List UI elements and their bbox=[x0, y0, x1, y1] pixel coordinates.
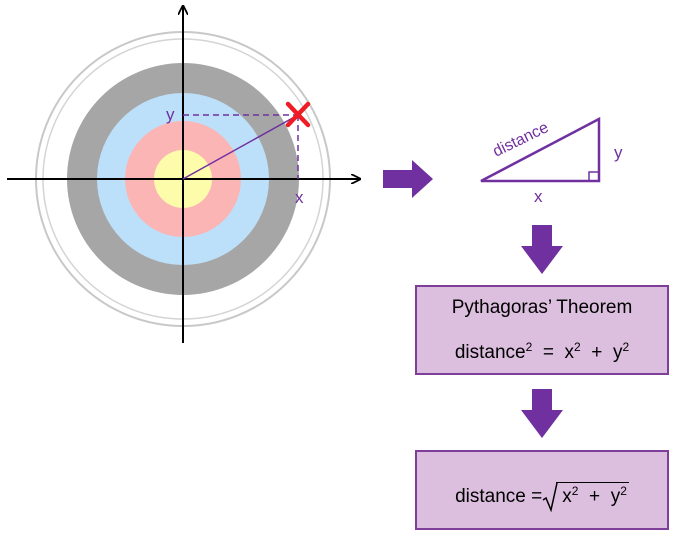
triangle-y-label: y bbox=[614, 143, 623, 162]
distance-line bbox=[182, 114, 299, 180]
formula-y: y bbox=[612, 342, 623, 363]
formula-x: x bbox=[564, 342, 575, 363]
result-equals: = bbox=[531, 486, 543, 507]
right-angle-mark bbox=[588, 171, 599, 181]
triangle-hypotenuse-label: distance bbox=[490, 119, 551, 160]
formula-x-exponent: 2 bbox=[574, 340, 581, 354]
result-x-exponent: 2 bbox=[571, 484, 579, 498]
result-box: distance =x2 + y2 bbox=[415, 450, 669, 530]
result-y-exponent: 2 bbox=[620, 484, 627, 498]
target-x-label: x bbox=[295, 188, 304, 207]
formula-lhs: distance bbox=[454, 342, 526, 363]
arrow-right-icon bbox=[383, 160, 433, 198]
formula-lhs-exponent: 2 bbox=[525, 340, 533, 354]
formula-y-exponent: 2 bbox=[622, 340, 630, 354]
square-root-icon bbox=[542, 482, 559, 512]
arrow-down-icon bbox=[521, 389, 563, 438]
result-x: x bbox=[562, 486, 572, 507]
result-y: y bbox=[610, 486, 621, 507]
theorem-box: Pythagoras’ Theorem distance2 = x2 + y2 bbox=[415, 285, 669, 375]
arrow-down-icon bbox=[521, 225, 563, 274]
result-lhs: distance bbox=[455, 486, 526, 507]
theorem-title: Pythagoras’ Theorem bbox=[451, 297, 633, 318]
right-triangle bbox=[480, 116, 601, 183]
hit-marker-icon bbox=[285, 101, 311, 128]
square-root: x2 + y2 bbox=[542, 482, 629, 512]
result-formula: distance =x2 + y2 bbox=[417, 482, 667, 512]
theorem-formula: distance2 = x2 + y2 bbox=[417, 340, 667, 364]
formula-equals: = bbox=[542, 342, 554, 363]
triangle-x-label: x bbox=[534, 187, 543, 206]
result-plus: + bbox=[589, 486, 601, 507]
target-y-label: y bbox=[166, 105, 175, 124]
formula-plus: + bbox=[591, 342, 603, 363]
square-root-radicand: x2 + y2 bbox=[556, 482, 629, 508]
